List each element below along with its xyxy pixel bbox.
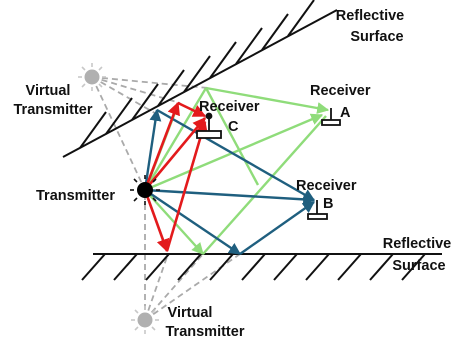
reflective-surface-bottom <box>81 253 442 281</box>
receiver-c-label: Receiver C <box>199 99 264 135</box>
receiver-a-label: Receiver A <box>310 83 375 121</box>
blue-path-top-to-receiver-b <box>156 108 316 202</box>
virtual-path-top-to-transmitter <box>91 76 146 191</box>
blue-path-up <box>143 108 162 191</box>
reflective-surface-top-label: Reflective Surface <box>336 8 409 45</box>
green-path-reflect-down <box>204 87 260 186</box>
red-paths <box>143 101 208 253</box>
blue-paths <box>143 108 316 255</box>
virtual-transmitter-bottom-icon <box>131 306 159 334</box>
transmitter-icon <box>130 175 160 205</box>
virtual-paths <box>91 76 241 321</box>
virtual-path-top-3 <box>91 76 161 117</box>
transmitter-label: Transmitter <box>36 188 115 204</box>
reflective-surface-bottom-label: Reflective Surface <box>383 236 456 274</box>
virtual-path-bottom-1 <box>144 253 169 321</box>
red-path-top-to-receiver-c <box>177 101 207 118</box>
receiver-c-icon <box>196 112 222 139</box>
blue-path-to-bottom-surface <box>144 189 241 255</box>
receiver-b-icon <box>307 200 328 220</box>
receiver-b-label: Receiver B <box>296 178 361 212</box>
red-path-bottom-to-receiver-c <box>165 120 208 252</box>
blue-path-bottom-to-receiver-b <box>239 201 315 255</box>
virtual-transmitter-top-icon <box>78 63 106 91</box>
green-path-reflect-to-receiver-a <box>205 86 330 114</box>
red-path-direct-to-receiver-c <box>144 117 206 191</box>
green-path-to-top-surface <box>143 87 208 191</box>
receiver-a-icon <box>321 108 341 126</box>
green-path-bottom-to-receiver-a <box>202 115 327 255</box>
blue-path-direct-to-receiver-b <box>144 188 316 206</box>
red-path-to-top-surface <box>143 101 180 191</box>
reflective-surface-top <box>62 0 338 158</box>
virtual-transmitter-bottom-label: Virtual Transmitter <box>166 305 245 340</box>
red-path-to-bottom-surface <box>143 189 170 253</box>
virtual-path-top-2 <box>91 76 181 104</box>
virtual-path-bottom-2 <box>144 253 204 321</box>
virtual-transmitter-top-label: Virtual Transmitter <box>14 83 93 118</box>
